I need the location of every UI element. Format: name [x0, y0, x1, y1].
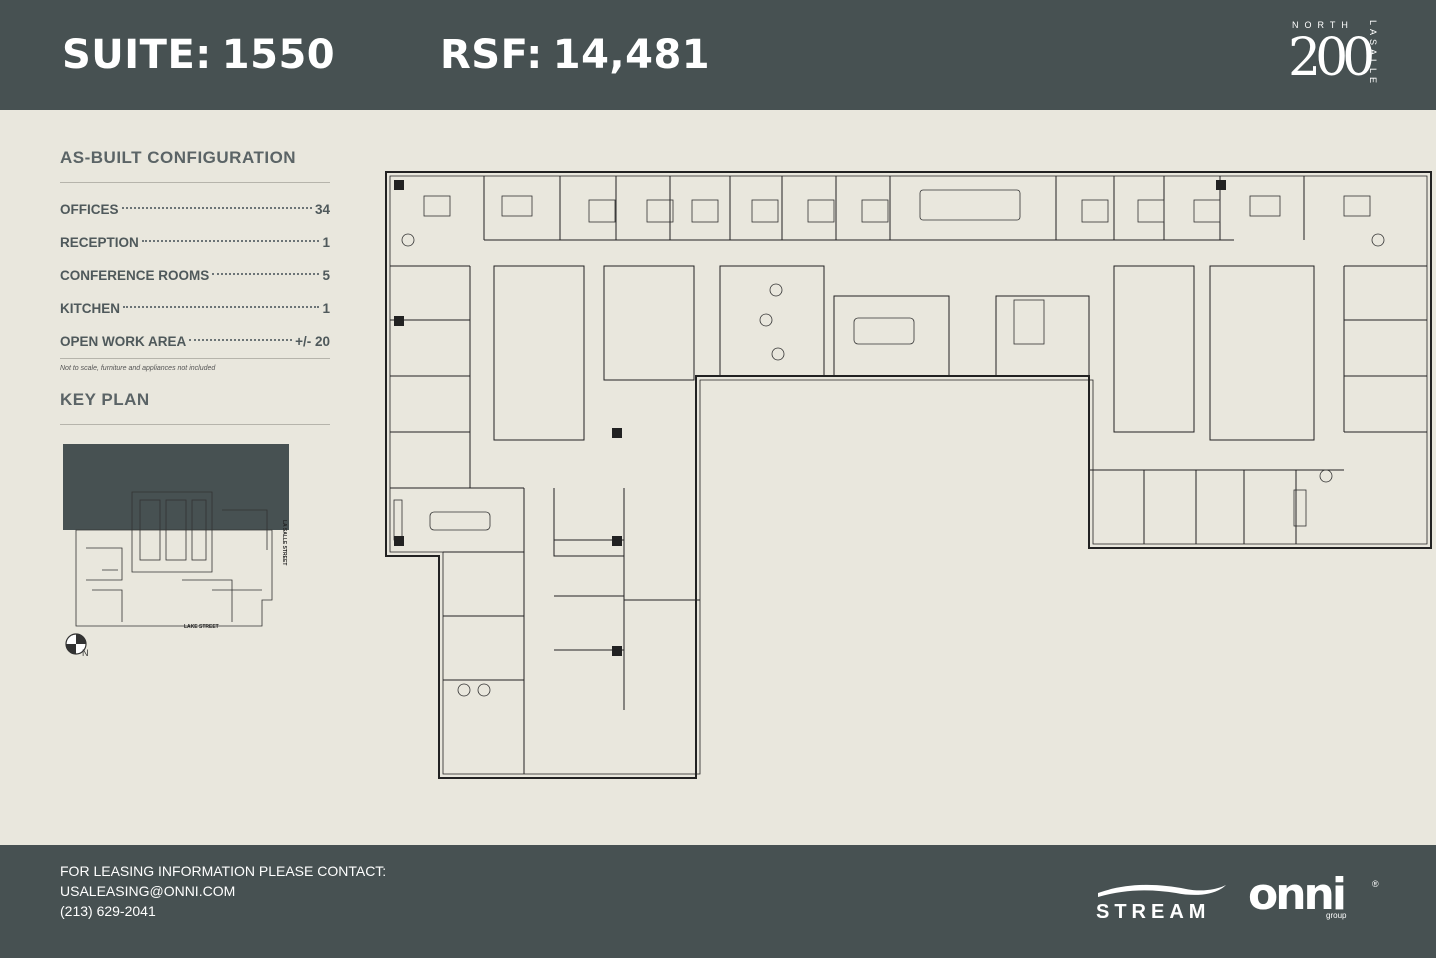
street-east-label: LA SALLE STREET — [281, 520, 287, 565]
dot-leader — [141, 239, 320, 242]
key-plan-highlight — [63, 444, 289, 530]
dot-leader — [121, 206, 312, 209]
contact-heading: FOR LEASING INFORMATION PLEASE CONTACT: — [60, 863, 387, 879]
dot-leader — [212, 272, 320, 275]
key-plan-map: LA SALLE STREET LAKE STREET N — [63, 444, 289, 658]
config-row-kitchen: KITCHEN 1 — [60, 292, 330, 325]
contact-email[interactable]: USALEASING@ONNI.COM — [60, 883, 236, 899]
config-value: 1 — [322, 235, 330, 250]
config-label: RECEPTION — [60, 235, 139, 250]
divider — [60, 358, 330, 359]
structural-columns — [394, 180, 1226, 656]
keyplan-title: KEY PLAN — [60, 390, 150, 409]
rsf-label: RSF: — [440, 32, 543, 78]
registered-mark: ® — [1372, 879, 1379, 889]
meeting-chairs — [401, 233, 1385, 697]
scale-note: Not to scale, furniture and appliances n… — [60, 365, 216, 372]
config-value: 1 — [322, 301, 330, 316]
contact-phone: (213) 629-2041 — [60, 903, 156, 919]
stream-wave-icon — [1098, 884, 1226, 897]
config-row-open-work: OPEN WORK AREA +/- 20 — [60, 325, 330, 358]
configuration-panel: AS-BUILT CONFIGURATION OFFICES 34 RECEPTI… — [60, 148, 330, 425]
floor-plan-drawing — [385, 171, 1432, 779]
divider — [60, 424, 330, 425]
config-title: AS-BUILT CONFIGURATION — [60, 148, 297, 167]
leasing-contact: FOR LEASING INFORMATION PLEASE CONTACT: … — [60, 861, 386, 921]
config-row-offices: OFFICES 34 — [60, 193, 330, 226]
building-logo: NORTH 200 LASALLE — [1288, 18, 1378, 98]
logo-lasalle: LASALLE — [1368, 20, 1378, 88]
config-value: 34 — [314, 202, 330, 217]
footer-band: FOR LEASING INFORMATION PLEASE CONTACT: … — [0, 845, 1436, 958]
config-label: KITCHEN — [60, 301, 120, 316]
dot-leader — [189, 338, 293, 341]
config-list: OFFICES 34 RECEPTION 1 CONFERENCE ROOMS 5 K… — [60, 193, 330, 358]
north-arrow-icon — [65, 633, 87, 655]
logo-digits: 200 — [1288, 28, 1375, 88]
divider — [60, 182, 330, 183]
rentable-square-feet: RSF:14,481 — [440, 32, 710, 78]
key-plan-outline — [75, 491, 273, 627]
onni-group: group — [1326, 911, 1347, 920]
config-row-reception: RECEPTION 1 — [60, 226, 330, 259]
onni-logo: onni group ® — [1248, 869, 1388, 925]
logo-north: NORTH — [1292, 20, 1354, 30]
config-row-conference: CONFERENCE ROOMS 5 — [60, 259, 330, 292]
config-label: OPEN WORK AREA — [60, 334, 187, 349]
plan-outline — [385, 171, 1432, 779]
rsf-value: 14,481 — [552, 32, 711, 78]
config-value: +/- 20 — [295, 334, 330, 349]
suite-label: SUITE: — [62, 32, 212, 78]
onni-wordmark: onni — [1248, 869, 1347, 920]
header-band: SUITE:1550 RSF:14,481 NORTH 200 LASALLE — [0, 0, 1436, 110]
suite-value: 1550 — [221, 32, 336, 78]
config-label: CONFERENCE ROOMS — [60, 268, 210, 283]
north-label: N — [82, 648, 89, 658]
stream-logo: STREAM — [1096, 881, 1228, 927]
furniture-layout — [393, 189, 1371, 541]
config-value: 5 — [322, 268, 330, 283]
config-label: OFFICES — [60, 202, 119, 217]
stream-wordmark: STREAM — [1096, 901, 1211, 923]
suite-number: SUITE:1550 — [62, 32, 335, 78]
street-south-label: LAKE STREET — [184, 624, 219, 630]
dot-leader — [123, 305, 320, 308]
